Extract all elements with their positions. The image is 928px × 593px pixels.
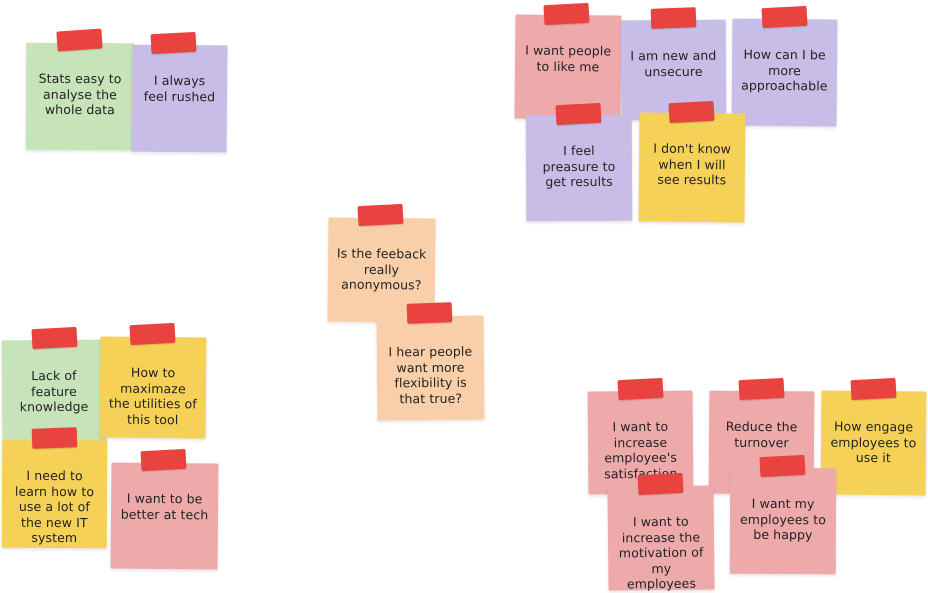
- note-text: I want people to like me: [525, 42, 612, 74]
- sticky-note[interactable]: I want to be better at tech: [110, 462, 219, 570]
- note-text: I feel preasure to get results: [542, 142, 616, 190]
- note-text: I want to be better at tech: [120, 490, 209, 522]
- tape-icon: [668, 100, 715, 124]
- note-text: I want my employees to be happy: [740, 495, 827, 543]
- sticky-note[interactable]: How to maximaze the utilities of this to…: [99, 336, 207, 439]
- tape-icon: [150, 31, 197, 55]
- tape-icon: [56, 28, 103, 52]
- note-text: I hear people want more flexibility is t…: [388, 343, 473, 406]
- note-text: How engage employees to use it: [830, 418, 917, 466]
- sticky-note[interactable]: I always feel rushed: [131, 44, 228, 153]
- tape-icon: [759, 454, 806, 478]
- note-text: I am new and unsecure: [630, 47, 717, 79]
- tape-icon: [406, 302, 453, 324]
- sticky-note[interactable]: I want my employees to be happy: [729, 467, 837, 575]
- note-text: Is the feeback really anonymous?: [336, 245, 427, 293]
- note-text: I don't know when I will see results: [653, 140, 732, 188]
- tape-icon: [761, 5, 808, 29]
- tape-icon: [129, 322, 176, 346]
- note-text: Stats easy to analyse the whole data: [38, 70, 122, 118]
- tape-icon: [140, 448, 187, 472]
- note-text: I always feel rushed: [143, 72, 216, 104]
- tape-icon: [738, 377, 785, 401]
- tape-icon: [543, 2, 590, 26]
- sticky-note[interactable]: How can I be more approachable: [731, 18, 838, 127]
- note-text: I need to learn how to use a lot of the …: [14, 467, 95, 546]
- tape-icon: [357, 203, 404, 227]
- note-text: How can I be more approachable: [741, 46, 828, 94]
- tape-icon: [637, 472, 684, 496]
- sticky-note[interactable]: I don't know when I will see results: [638, 112, 746, 223]
- sticky-note[interactable]: I need to learn how to use a lot of the …: [1, 439, 108, 549]
- tape-icon: [555, 102, 602, 126]
- sticky-note[interactable]: I feel preasure to get results: [525, 114, 633, 222]
- sticky-note[interactable]: I hear people want more flexibility is t…: [376, 315, 485, 421]
- note-text: I want to increase the motivation of my …: [618, 513, 704, 592]
- sticky-note[interactable]: Lack of feature knowledge: [1, 339, 107, 443]
- tape-icon: [650, 7, 697, 29]
- note-text: I want to increase employee's satisfacti…: [604, 418, 678, 481]
- sticky-note[interactable]: How engage employees to use it: [820, 390, 927, 496]
- sticky-note[interactable]: Stats easy to analyse the whole data: [25, 42, 135, 151]
- tape-icon: [850, 377, 897, 401]
- note-text: How to maximaze the utilities of this to…: [108, 364, 197, 427]
- note-text: Lack of feature knowledge: [19, 367, 89, 415]
- tape-icon: [31, 326, 78, 350]
- tape-icon: [31, 427, 78, 449]
- note-text: Reduce the turnover: [725, 418, 798, 450]
- sticky-note[interactable]: I want to increase the motivation of my …: [607, 485, 715, 592]
- tape-icon: [617, 377, 664, 401]
